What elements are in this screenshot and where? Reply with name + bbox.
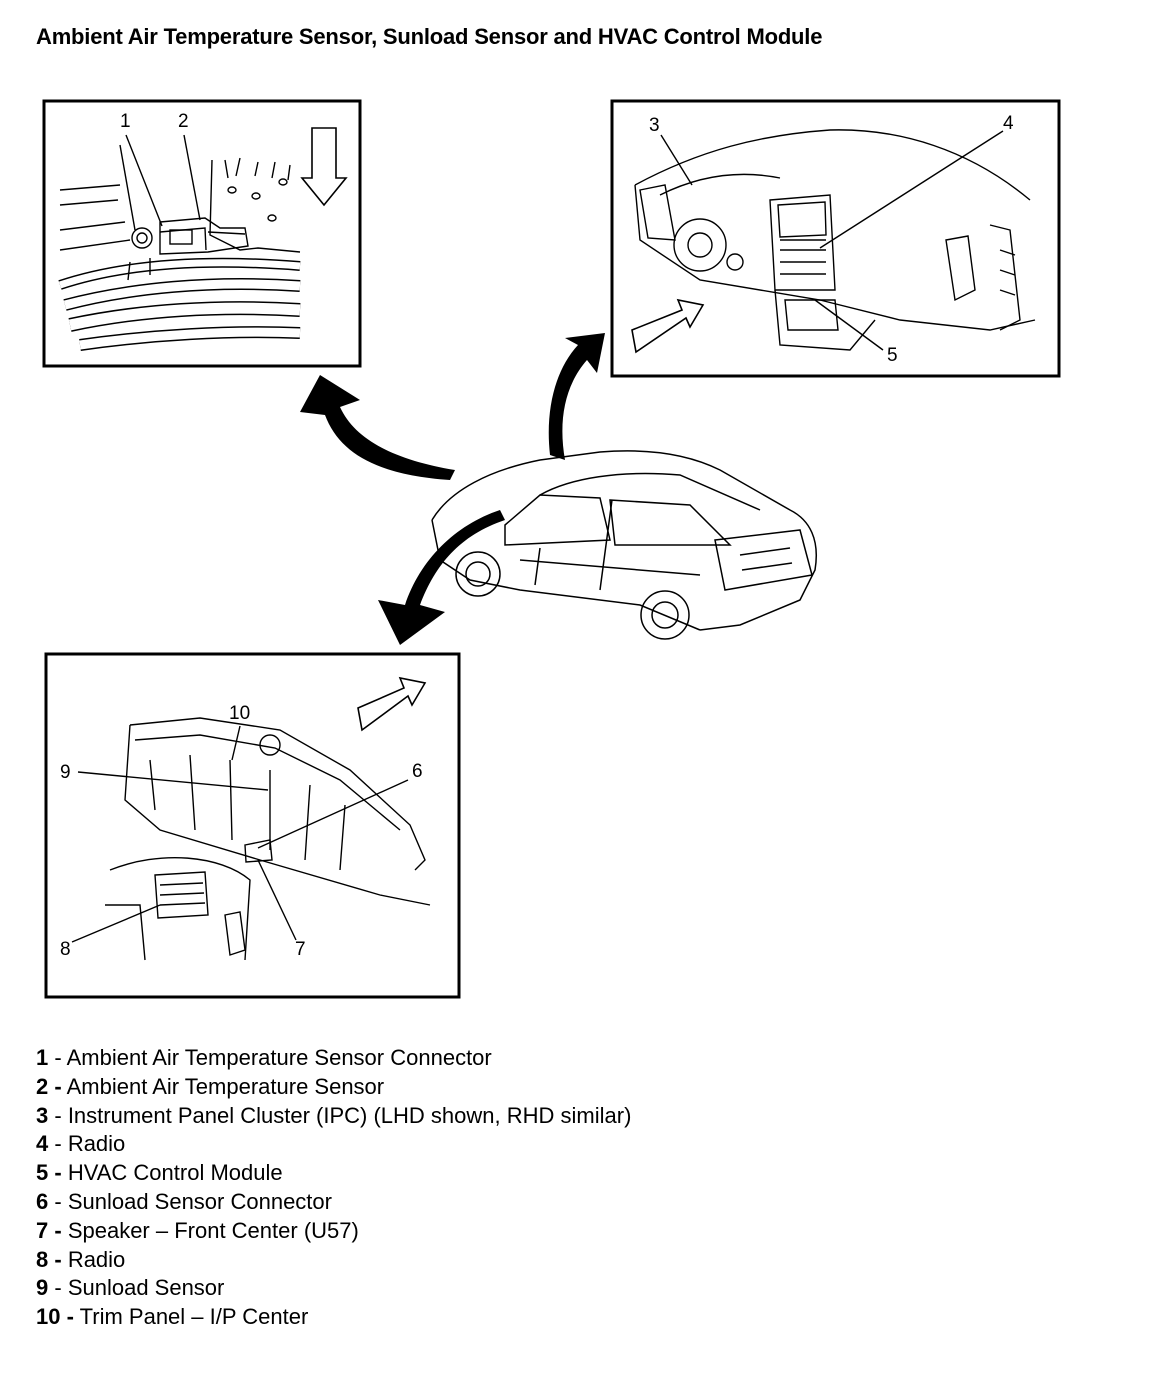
legend-number: 9	[36, 1275, 49, 1301]
legend-item: 9 - Sunload Sensor	[36, 1275, 225, 1301]
legend-text: Radio	[67, 1131, 126, 1157]
legend-item: 2 - Ambient Air Temperature Sensor	[36, 1073, 631, 1102]
legend-text: Instrument Panel Cluster (IPC) (LHD show…	[67, 1102, 632, 1128]
legend-text: Sunload Sensor	[67, 1275, 225, 1301]
legend-number: 6	[36, 1188, 49, 1214]
legend-number: 10 -	[36, 1304, 74, 1330]
inset-instrument-panel: 3 4 5	[610, 99, 1061, 378]
callout-6: 6	[412, 761, 423, 782]
legend-text: Ambient Air Temperature Sensor Connector	[66, 1045, 492, 1070]
component-locator-diagram: 1 2 3 4 5	[42, 99, 1061, 999]
legend-text: Speaker – Front Center (U57)	[67, 1217, 359, 1243]
pointer-arrows	[300, 333, 605, 645]
legend-number: 7 -	[36, 1217, 62, 1243]
legend-number: 2 -	[36, 1073, 62, 1099]
callout-2: 2	[178, 111, 189, 132]
legend-item: 6 - Sunload Sensor Connector	[36, 1188, 332, 1214]
vehicle-illustration	[431, 450, 817, 640]
legend-text: HVAC Control Module	[67, 1160, 283, 1186]
callout-5: 5	[887, 345, 898, 366]
callout-1: 1	[120, 111, 131, 132]
callout-7: 7	[295, 939, 306, 960]
legend-item: 5 - HVAC Control Module	[36, 1159, 631, 1188]
legend-item: 1 - Ambient Air Temperature Sensor Conne…	[36, 1045, 492, 1070]
callout-4: 4	[1003, 113, 1014, 134]
legend-number: 8 -	[36, 1246, 62, 1272]
inset-trim-panel: 6 7 8 9 10	[44, 652, 461, 999]
legend-item: 4 - Radio	[36, 1131, 126, 1157]
legend-number: 4	[36, 1131, 49, 1157]
diagram-title: Ambient Air Temperature Sensor, Sunload …	[36, 24, 823, 49]
legend-text: Sunload Sensor Connector	[67, 1188, 332, 1214]
callout-10: 10	[229, 703, 250, 724]
legend-item: 8 - Radio	[36, 1246, 631, 1275]
callout-3: 3	[649, 115, 660, 136]
legend-text: Trim Panel – I/P Center	[79, 1304, 309, 1330]
legend-item: 10 - Trim Panel – I/P Center	[36, 1303, 631, 1332]
callout-9: 9	[60, 762, 71, 783]
component-legend: 1 - Ambient Air Temperature Sensor Conne…	[36, 1044, 631, 1332]
legend-text: Ambient Air Temperature Sensor	[66, 1073, 385, 1099]
legend-item: 3 - Instrument Panel Cluster (IPC) (LHD …	[36, 1102, 632, 1128]
legend-item: 7 - Speaker – Front Center (U57)	[36, 1217, 631, 1246]
legend-number: 3	[36, 1102, 49, 1128]
legend-number: 5 -	[36, 1160, 62, 1186]
inset-ambient-sensor: 1 2	[42, 99, 362, 368]
legend-text: Radio	[67, 1246, 126, 1272]
legend-number: 1	[36, 1045, 49, 1070]
callout-8: 8	[60, 939, 71, 960]
